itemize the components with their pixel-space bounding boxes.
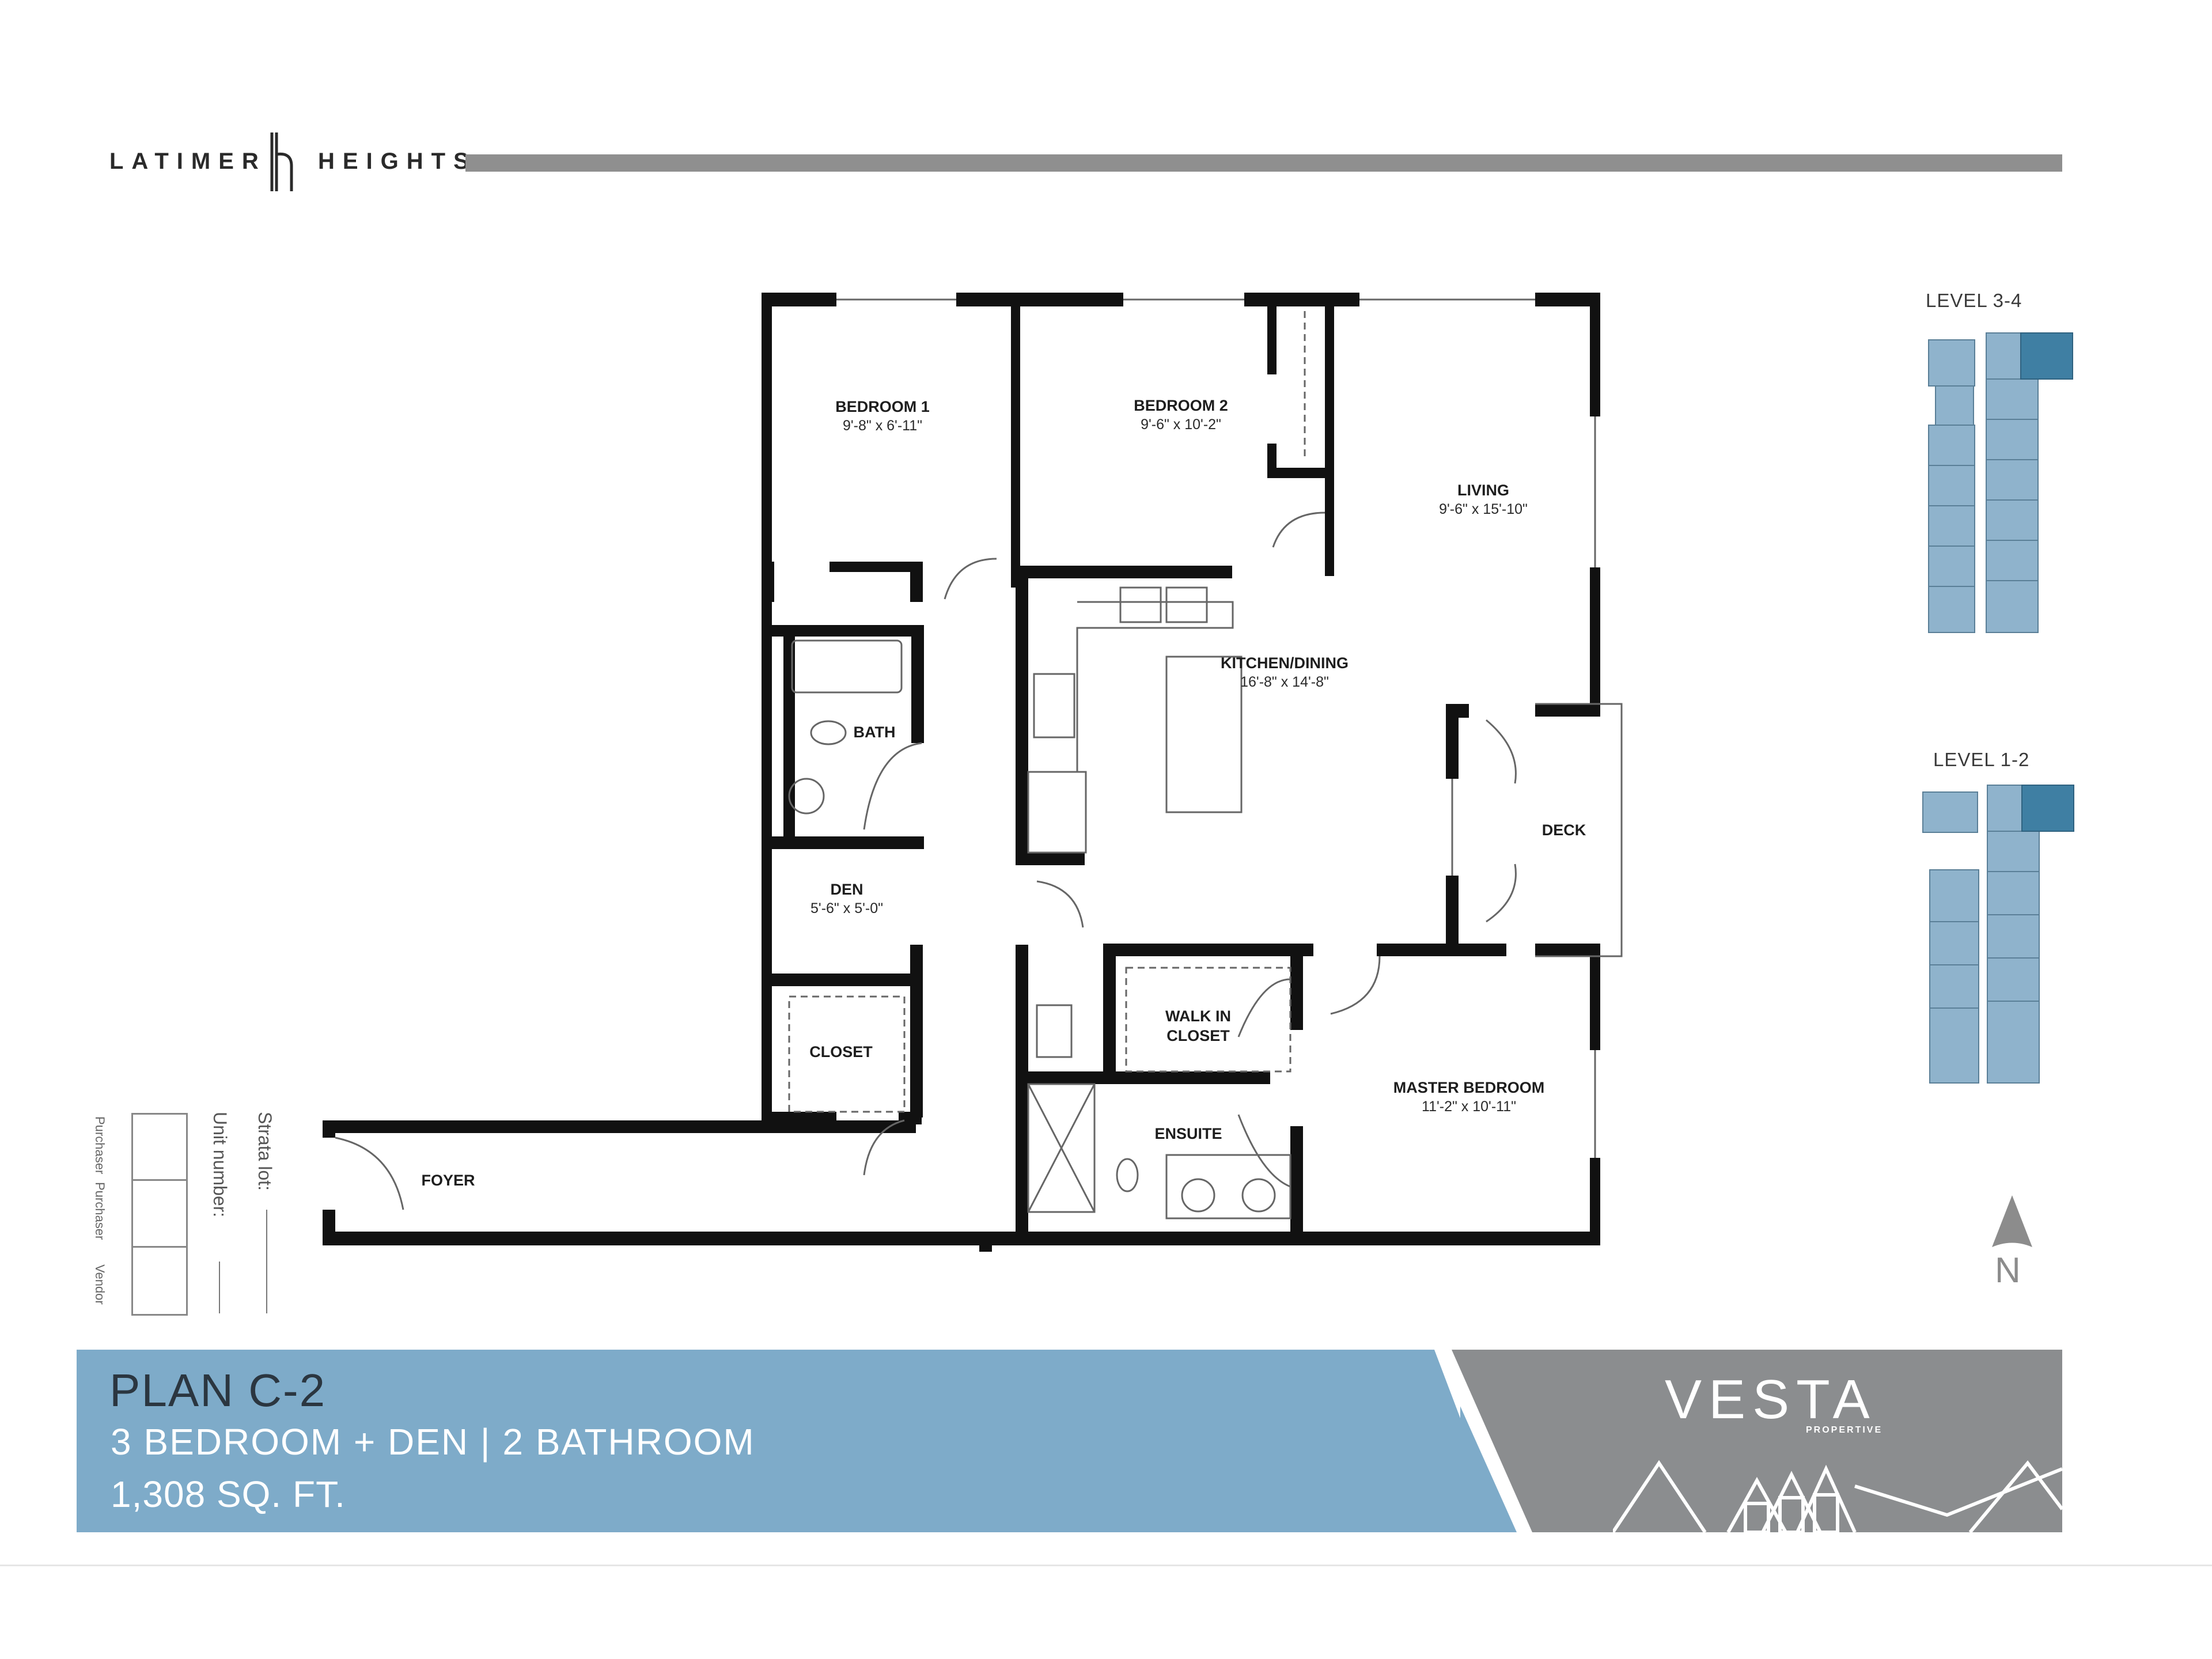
plan-description: 3 BEDROOM + DEN | 2 BATHROOM — [111, 1421, 755, 1463]
compass-label: N — [1995, 1251, 2021, 1290]
strata-lot-label: Strata lot: — [255, 1112, 275, 1191]
unit-highlight — [2021, 785, 2074, 832]
lh-monogram-icon — [270, 132, 293, 191]
room-closet: CLOSET — [809, 1043, 873, 1060]
banner-divider — [1434, 1350, 1460, 1418]
room-deck: DECK — [1541, 821, 1586, 839]
developer-logo: VESTA — [1665, 1369, 1877, 1430]
initials-boxes[interactable] — [131, 1113, 188, 1316]
level-3-4-title: LEVEL 3-4 — [1926, 290, 2022, 311]
header-rule — [465, 154, 2062, 172]
room-bedroom-1: BEDROOM 1 9'-8" x 6'-11" — [835, 398, 930, 434]
room-ensuite: ENSUITE — [1154, 1125, 1222, 1142]
unit-number-label: Unit number: — [210, 1112, 230, 1218]
unit-highlight — [2020, 332, 2073, 380]
room-living: LIVING 9'-6" x 15'-10" — [1439, 482, 1528, 517]
room-bath: BATH — [853, 724, 896, 741]
room-walk-in-closet: WALK IN CLOSET — [1165, 1007, 1231, 1044]
level-1-2-keyplan — [1922, 785, 2074, 1084]
signoff-vendor: Vendor — [93, 1264, 107, 1305]
signoff-purchaser-2: Purchaser — [93, 1182, 107, 1240]
plan-size: 1,308 SQ. FT. — [111, 1474, 346, 1515]
developer-subtitle: PROPERTIVE — [1806, 1425, 1883, 1435]
plan-name: PLAN C-2 — [109, 1365, 327, 1416]
level-3-4-keyplan — [1928, 332, 2073, 633]
plan-banner — [77, 1350, 1517, 1532]
room-master-bedroom: MASTER BEDROOM 11'-2" x 10'-11" — [1393, 1079, 1545, 1115]
brand-heights: HEIGHTS — [318, 149, 477, 174]
unit-number-line — [219, 1262, 220, 1313]
room-den: DEN 5'-6" x 5'-0" — [810, 881, 883, 916]
signoff-purchaser-1: Purchaser — [93, 1116, 107, 1175]
north-arrow-icon — [1992, 1195, 2032, 1247]
room-bedroom-2: BEDROOM 2 9'-6" x 10'-2" — [1134, 397, 1228, 433]
room-foyer: FOYER — [421, 1172, 475, 1189]
page-divider — [0, 1565, 2212, 1566]
level-1-2-title: LEVEL 1-2 — [1933, 749, 2030, 770]
room-kitchen-dining: KITCHEN/DINING 16'-8" x 14'-8" — [1221, 654, 1349, 690]
brand-latimer: LATIMER — [109, 149, 267, 174]
houses-illustration-icon — [1613, 1460, 2062, 1532]
strata-lot-line — [266, 1210, 267, 1313]
